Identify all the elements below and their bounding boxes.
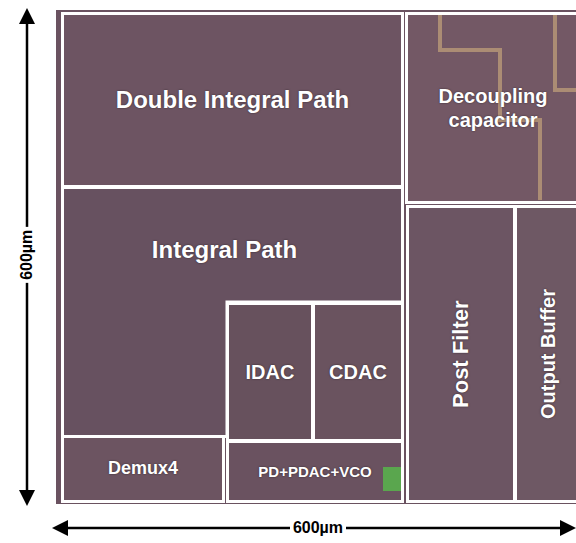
block-label: Integral Path [61,236,388,265]
dimension-arrowhead [19,8,35,506]
vco-core [383,467,401,491]
block-label: Output Buffer [536,289,560,419]
circuit-block: Decoupling capacitor [405,12,576,204]
circuit-block: Post Filter [406,205,516,503]
block-label: Post Filter [448,300,474,408]
die-background [56,10,576,504]
circuit-block: CDAC [312,302,404,442]
dimension-label: 600µm [290,519,346,537]
circuit-block: PD+PDAC+VCO [226,440,404,503]
dimension-arrowhead [52,520,576,536]
circuit-block: IDAC [226,302,314,442]
block-label: Double Integral Path [116,86,349,115]
decap-area [408,14,576,204]
block-label: IDAC [246,360,295,384]
metal-trace [555,14,576,90]
block-label: PD+PDAC+VCO [258,463,371,481]
circuit-block: Double Integral Path [61,12,404,188]
circuit-block: Output Buffer [514,205,576,503]
dimension-label: 600µm [18,227,36,283]
block-label: CDAC [329,360,387,384]
block-label: Demux4 [108,458,178,480]
block-label: Decoupling capacitor [413,84,573,132]
circuit-block: Demux4 [61,435,225,503]
